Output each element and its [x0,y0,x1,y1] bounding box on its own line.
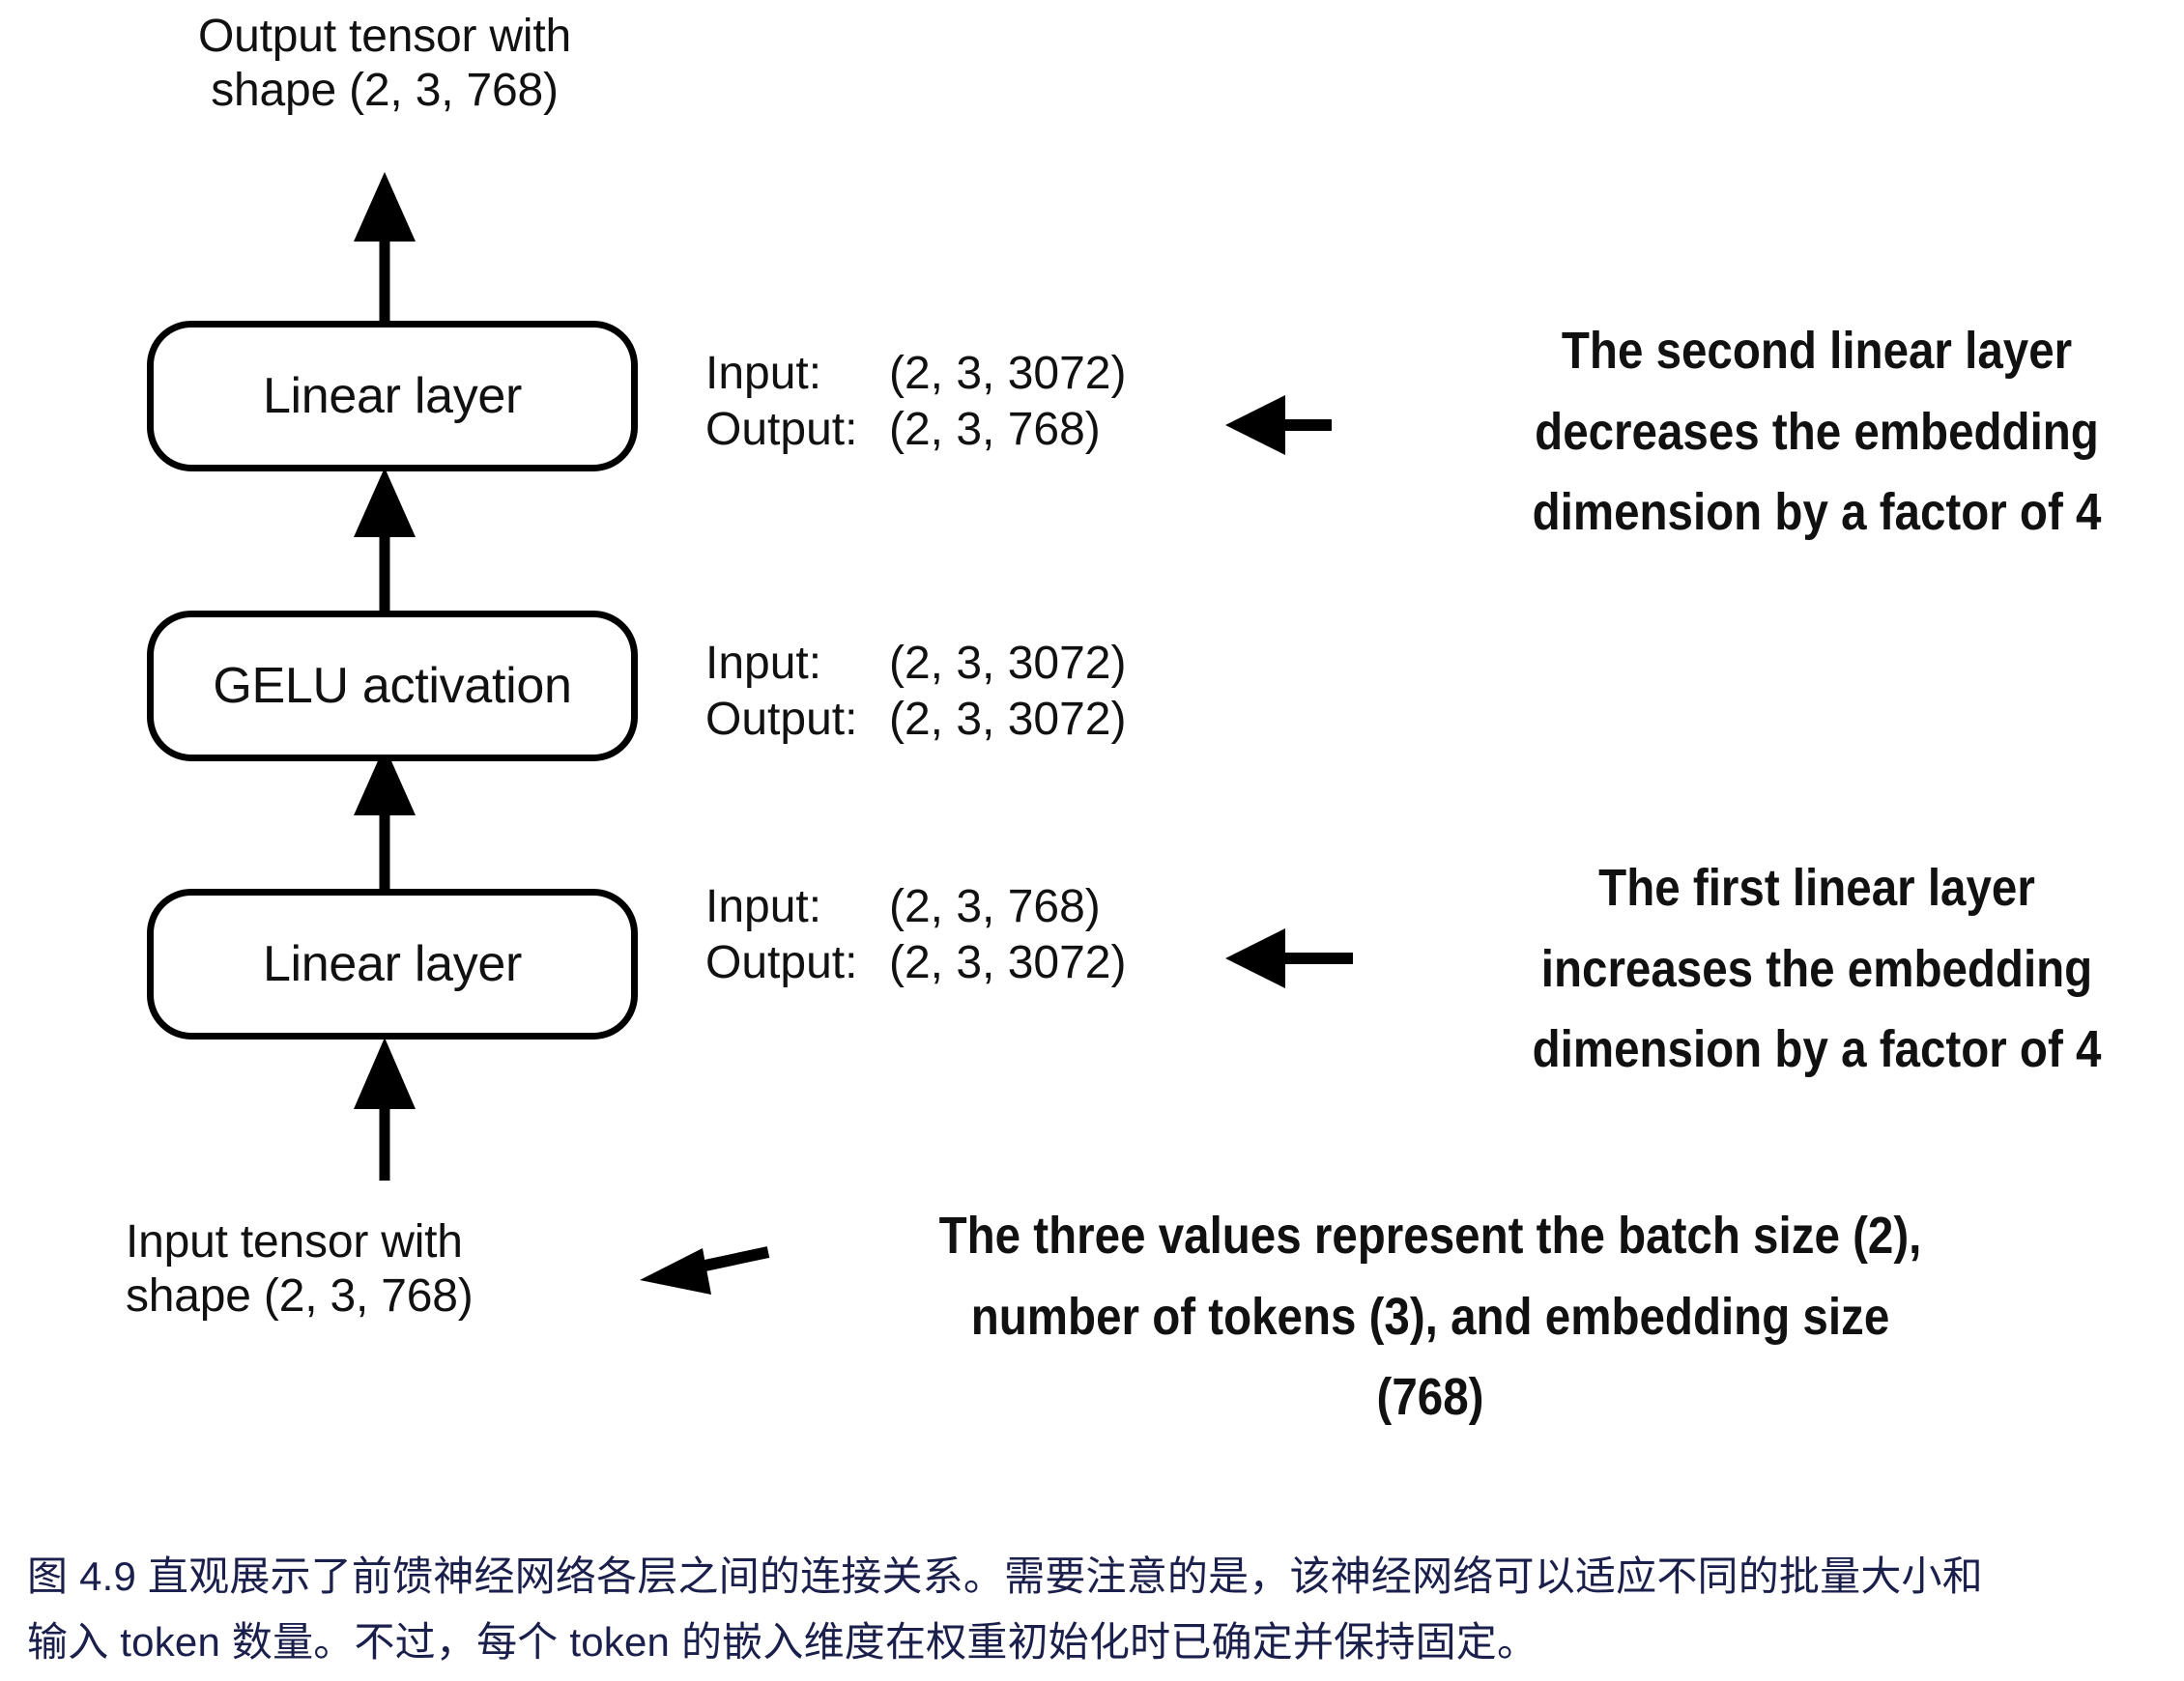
io-output-key: Output: [705,693,858,745]
io-input-value: (2, 3, 3072) [889,638,1127,689]
io-output-value: (2, 3, 3072) [889,936,1127,988]
annotation-second-linear-layer: The second linear layer decreases the em… [1532,322,2102,542]
io-output-key: Output: [705,403,858,455]
annotation-shape-values: The three values represent the batch siz… [938,1207,1922,1427]
io-row-input: Input: (2, 3, 768) [705,879,1126,935]
annotation-first-linear-layer: The first linear layer increases the emb… [1532,859,2102,1079]
io-row-input: Input: (2, 3, 3072) [705,636,1126,692]
io-input-key: Input: [705,881,822,932]
arrow-note-first-layer [1225,928,1353,988]
io-row-output: Output: (2, 3, 768) [705,402,1126,458]
node-gelu-activation[interactable]: GELU activation [147,611,638,761]
io-output-key: Output: [705,936,858,988]
arrow-note-shape-values [640,1246,770,1295]
io-output-value: (2, 3, 768) [889,403,1101,455]
io-input-key: Input: [705,348,822,399]
figure-caption-line-2: 输入 token 数量。不过，每个 token 的嵌入维度在权重初始化时已确定并… [27,1619,1538,1666]
arrow-linear1-to-gelu [354,746,416,889]
arrow-output-up [354,172,416,321]
io-input-value: (2, 3, 768) [889,881,1101,932]
io-spec-linear-layer-2: Input: (2, 3, 3072) Output: (2, 3, 768) [705,346,1126,457]
input-tensor-label: Input tensor with shape (2, 3, 768) [126,1216,474,1322]
node-linear-layer-1[interactable]: Linear layer [147,889,638,1040]
arrow-input-to-linear1 [354,1038,416,1181]
io-row-output: Output: (2, 3, 3072) [705,692,1126,748]
node-linear-layer-1-label: Linear layer [262,936,523,992]
node-gelu-activation-label: GELU activation [213,658,572,714]
output-tensor-label: Output tensor with shape (2, 3, 768) [198,11,571,116]
arrow-gelu-to-linear2 [354,468,416,611]
figure-caption: 图 4.9 直观展示了前馈神经网络各层之间的连接关系。需要注意的是，该神经网络可… [27,1544,2153,1675]
node-linear-layer-2-label: Linear layer [262,368,523,424]
io-spec-gelu-activation: Input: (2, 3, 3072) Output: (2, 3, 3072) [705,636,1126,747]
node-linear-layer-2[interactable]: Linear layer [147,321,638,471]
arrow-note-second-layer [1225,395,1332,455]
io-spec-linear-layer-1: Input: (2, 3, 768) Output: (2, 3, 3072) [705,879,1126,990]
io-input-value: (2, 3, 3072) [889,348,1127,399]
io-output-value: (2, 3, 3072) [889,693,1127,745]
figure-caption-line-1: 图 4.9 直观展示了前馈神经网络各层之间的连接关系。需要注意的是，该神经网络可… [27,1553,1983,1599]
io-input-key: Input: [705,638,822,689]
io-row-output: Output: (2, 3, 3072) [705,935,1126,991]
io-row-input: Input: (2, 3, 3072) [705,346,1126,402]
